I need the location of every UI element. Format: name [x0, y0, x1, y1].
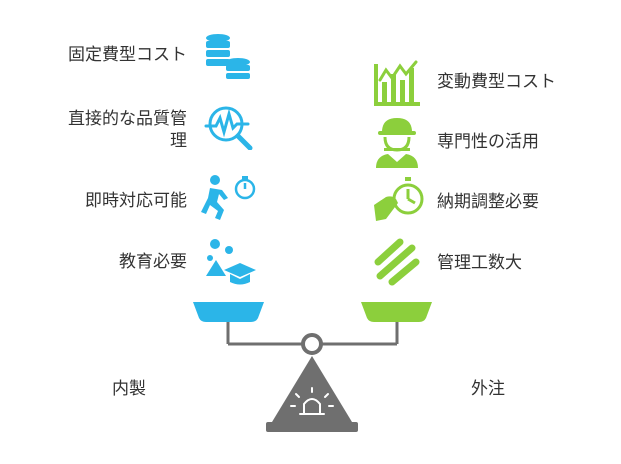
right-pan: [361, 302, 432, 322]
running-stopwatch-icon: [201, 175, 256, 220]
scale-foot: [266, 422, 358, 432]
right-item-label-3: 納期調整必要: [437, 192, 539, 212]
right-item-label-1: 変動費型コスト: [437, 72, 556, 92]
left-item-label-2: 直接的な品質管: [68, 109, 187, 129]
left-pan: [193, 302, 264, 322]
right-title: 外注: [471, 379, 505, 399]
scale-pivot: [301, 333, 323, 355]
diagonal-bars-icon: [374, 238, 420, 286]
right-item-label-4: 管理工数大: [437, 253, 522, 273]
left-title: 内製: [112, 379, 146, 399]
right-item-label-2: 専門性の活用: [437, 132, 539, 152]
database-stack-icon: [206, 34, 250, 79]
education-cap-icon: [206, 239, 256, 285]
worker-helmet-icon: [376, 118, 418, 168]
quality-scan-icon: [204, 106, 253, 150]
left-item-label-4: 教育必要: [119, 252, 187, 272]
left-item-label-2-line2: 理: [170, 131, 187, 151]
hand-stopwatch-icon: [374, 177, 424, 221]
left-item-label-1: 固定費型コスト: [68, 45, 187, 65]
fluctuation-bars-icon: [374, 60, 420, 106]
left-item-label-3: 即時対応可能: [85, 191, 187, 211]
alarm-light-icon: [290, 387, 334, 415]
